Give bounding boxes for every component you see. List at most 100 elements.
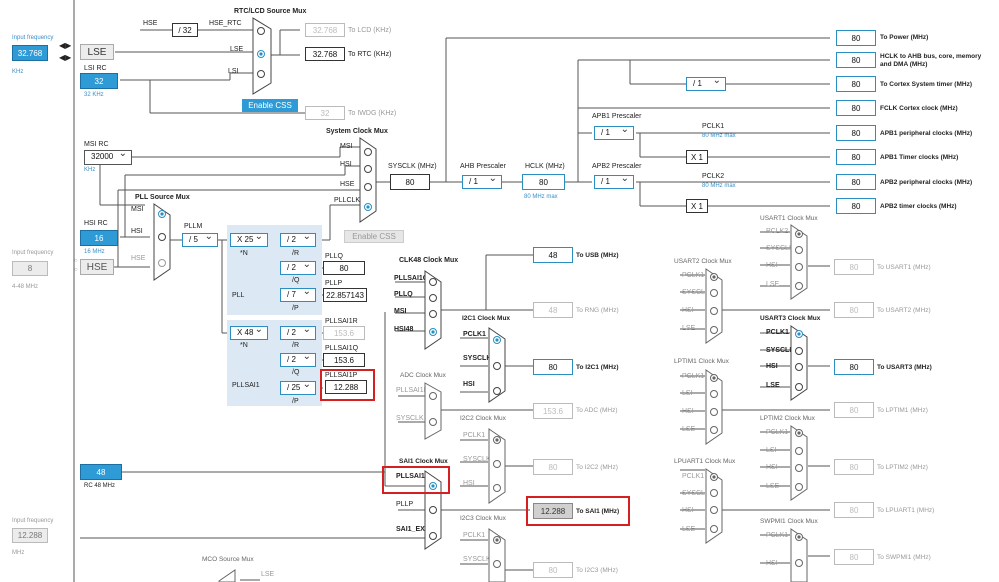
- lse-freq-input[interactable]: 32.768: [12, 45, 48, 61]
- mco-mux[interactable]: [218, 568, 236, 582]
- pclk2-max: 80 MHz max: [702, 183, 736, 189]
- pllsai1-p-label: /P: [292, 398, 299, 405]
- usart1-value: 80: [834, 259, 874, 275]
- cortex-div-select[interactable]: / 1: [686, 75, 726, 91]
- clk48-mux[interactable]: [424, 270, 442, 350]
- apb1-div-select[interactable]: / 1: [594, 124, 634, 140]
- swpmi1-mux[interactable]: [790, 528, 808, 582]
- lptim2-label: To LPTIM2 (MHz): [877, 464, 928, 471]
- i2c1-label: To I2C1 (MHz): [576, 364, 619, 371]
- cortex-label: To Cortex System timer (MHz): [880, 81, 972, 88]
- apb2-timer-value[interactable]: 80: [836, 198, 876, 214]
- usart2-mux[interactable]: [705, 268, 723, 344]
- power-value[interactable]: 80: [836, 30, 876, 46]
- adc-mux[interactable]: [424, 382, 442, 440]
- pll-r-select[interactable]: / 2: [280, 231, 316, 247]
- lpuart1-mux[interactable]: [705, 468, 723, 544]
- ahb-prescaler-select[interactable]: / 1: [462, 173, 502, 189]
- i2c3-mux[interactable]: [488, 528, 506, 582]
- pll-q-select[interactable]: / 2: [280, 259, 316, 275]
- pllsai1-r-select[interactable]: / 2: [280, 324, 316, 340]
- sysclk-value: 80: [390, 174, 430, 190]
- apb1-periph-value[interactable]: 80: [836, 125, 876, 141]
- i2c2-in2: SYSCLK: [463, 456, 491, 463]
- apb1-timer-label: APB1 Timer clocks (MHz): [880, 154, 959, 161]
- usart3-mux-title: USART3 Clock Mux: [760, 315, 821, 322]
- hclk-ahb-value[interactable]: 80: [836, 52, 876, 68]
- usb-value[interactable]: 48: [533, 247, 573, 263]
- pllq-value: 80: [323, 261, 365, 275]
- sysclk-enable-css-button[interactable]: Enable CSS: [344, 230, 404, 243]
- apb1-periph-label: APB1 peripheral clocks (MHz): [880, 130, 973, 137]
- lptim2-in4: LSE: [766, 483, 780, 490]
- i2c1-value[interactable]: 80: [533, 359, 573, 375]
- usart3-mux[interactable]: [790, 325, 808, 401]
- pllsai1-r-label: /R: [292, 342, 299, 349]
- lptim2-mux[interactable]: [790, 425, 808, 501]
- lptim1-mux[interactable]: [705, 369, 723, 445]
- usart2-label: To USART2 (MHz): [877, 307, 931, 314]
- usart1-in2: SYSCLK: [766, 245, 794, 252]
- pllsai1-p-select[interactable]: / 25: [280, 379, 316, 395]
- sai1-mux[interactable]: [424, 470, 442, 550]
- clk48-mux-title: CLK48 Clock Mux: [399, 257, 459, 264]
- msi-unit: KHz: [84, 167, 96, 173]
- pll-q-label: /Q: [292, 277, 300, 284]
- apb2-periph-value[interactable]: 80: [836, 174, 876, 190]
- pllsai1-q-select[interactable]: / 2: [280, 351, 316, 367]
- i2c1-mux[interactable]: [488, 327, 506, 403]
- ext-freq-input[interactable]: 12.288: [12, 528, 48, 543]
- usart3-in2: SYSCLK: [766, 347, 795, 354]
- pllsai1-n-select[interactable]: X 48: [230, 324, 268, 340]
- lse-arrow2-icon: ◀▶: [59, 53, 72, 62]
- sai1-pllsai1p-highlight: [382, 466, 450, 494]
- rtc-enable-css-button[interactable]: Enable CSS: [242, 99, 298, 112]
- apb2-div-select[interactable]: / 1: [594, 173, 634, 189]
- adc-value: 153.6: [533, 403, 573, 419]
- hclk-label: HCLK (MHz): [525, 163, 565, 170]
- pll-label: PLL: [232, 292, 245, 299]
- rtc-mux[interactable]: [252, 17, 272, 95]
- lse-block[interactable]: LSE: [80, 44, 114, 60]
- pllsai1q-label: PLLSAI1Q: [325, 345, 359, 352]
- i2c2-mux[interactable]: [488, 428, 506, 504]
- pll-p-select[interactable]: / 7: [280, 286, 316, 302]
- sysclk-pllclk: PLLCLK: [334, 197, 361, 204]
- i2c2-value: 80: [533, 459, 573, 475]
- hse-block[interactable]: HSE: [80, 259, 114, 275]
- pllm-select[interactable]: / 5: [182, 231, 218, 247]
- pll-n-select[interactable]: X 25: [230, 231, 268, 247]
- lptim1-label: To LPTIM1 (MHz): [877, 407, 928, 414]
- sysclk-mux-title: System Clock Mux: [326, 128, 388, 135]
- i2c2-in1: PCLK1: [463, 432, 486, 439]
- apb1-timer-value[interactable]: 80: [836, 149, 876, 165]
- hsi-value: 16: [80, 230, 118, 246]
- lpuart1-in1: PCLK1: [682, 473, 705, 480]
- pll-source-mux-title: PLL Source Mux: [135, 194, 190, 201]
- hse-freq-input[interactable]: 8: [12, 261, 48, 276]
- usart2-in1: PCLK1: [682, 272, 705, 279]
- lpuart1-mux-title: LPUART1 Clock Mux: [674, 458, 736, 465]
- i2c2-in3: HSI: [463, 480, 475, 487]
- i2c3-label: To I2C3 (MHz): [576, 567, 618, 574]
- adc-label: To ADC (MHz): [576, 407, 618, 414]
- usart3-in3: HSI: [766, 363, 778, 370]
- usart1-mux[interactable]: [790, 224, 808, 300]
- pll-p-label: /P: [292, 305, 299, 312]
- pclk2-label: PCLK2: [702, 173, 725, 180]
- msi-select[interactable]: 32000: [84, 148, 132, 165]
- hsi-rc-label: HSI RC: [84, 220, 108, 227]
- lptim2-in2: LSI: [766, 447, 777, 454]
- fclk-value[interactable]: 80: [836, 100, 876, 116]
- hclk-value[interactable]: 80: [522, 174, 565, 190]
- lptim1-in3: HSI: [682, 408, 694, 415]
- ext-freq-label: Input frequency: [12, 518, 54, 524]
- power-label: To Power (MHz): [880, 34, 929, 41]
- i2c3-in2: SYSCLK: [463, 556, 491, 563]
- usart3-value[interactable]: 80: [834, 359, 874, 375]
- sysclk-mux[interactable]: [359, 137, 377, 223]
- cortex-value[interactable]: 80: [836, 76, 876, 92]
- clk48-in4: HSI48: [394, 326, 414, 333]
- lcd-label: To LCD (KHz): [348, 27, 392, 34]
- pll-source-mux[interactable]: [153, 203, 171, 281]
